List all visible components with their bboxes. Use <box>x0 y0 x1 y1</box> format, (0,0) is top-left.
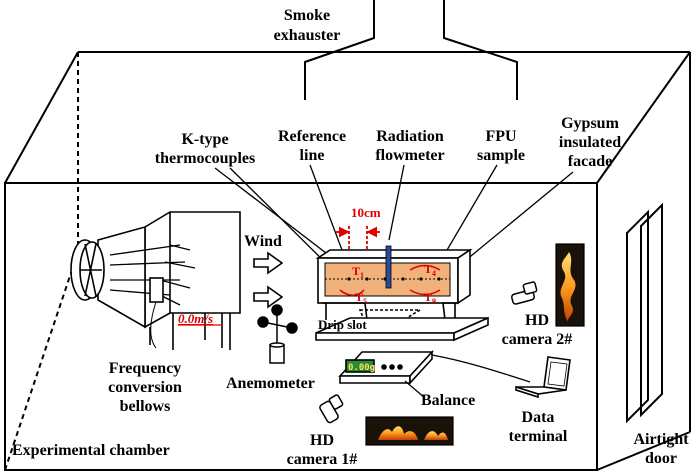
radiation-flowmeter-label-2: flowmeter <box>375 147 444 164</box>
wind-arrow-2 <box>253 285 284 309</box>
chamber-top-right-edge <box>596 51 691 184</box>
smoke-exhauster-label-2: exhauster <box>274 27 341 44</box>
spacing-label: 10cm <box>351 205 381 220</box>
drip-slot-label: Drip slot <box>318 317 367 332</box>
t4-label: T4 <box>424 262 436 278</box>
reference-line-label-1: Reference <box>278 128 346 145</box>
data-terminal-label-1: Data <box>522 409 555 426</box>
chamber-top-left-edge <box>4 51 79 184</box>
k-type-label-1: K-type <box>181 131 228 148</box>
balance-readout: 0.00g <box>348 363 375 373</box>
chamber-hidden-bottom-edge <box>4 251 79 471</box>
t9-label: T9 <box>424 290 436 306</box>
wind-arrow-1 <box>253 251 284 275</box>
hd-camera-1-label-2: camera 1# <box>287 451 358 468</box>
fpu-sample-label-2: sample <box>477 147 525 164</box>
radiation-flowmeter-label-1: Radiation <box>376 128 444 145</box>
smoke-exhauster-label-1: Smoke <box>284 7 330 24</box>
experimental-chamber-label: Experimental chamber <box>12 442 170 459</box>
gypsum-label-2: insulated <box>559 134 621 151</box>
airtight-door-label-2: door <box>645 450 677 467</box>
wind-speed-readout: 0.0m/s <box>178 311 213 326</box>
t5-label: T5 <box>355 290 367 306</box>
data-terminal-label-2: terminal <box>509 428 568 445</box>
frequency-conversion-bellows <box>70 211 241 350</box>
hd-camera-1-image <box>365 416 454 446</box>
chamber-box <box>4 51 691 471</box>
gypsum-label-3: facade <box>568 153 612 170</box>
radiation-flowmeter-probe <box>385 245 392 289</box>
drip-slot-platform <box>315 316 489 342</box>
anemometer-device <box>257 304 298 364</box>
reference-line-label-2: line <box>300 147 325 164</box>
anemometer-label: Anemometer <box>226 375 315 392</box>
wind-arrows <box>253 251 284 309</box>
smoke-exhauster <box>304 0 518 100</box>
thermocouple-points <box>347 277 441 281</box>
gypsum-label-1: Gypsum <box>561 115 619 132</box>
fpu-sample-label-1: FPU <box>485 128 517 145</box>
airtight-door-label-1: Airtight <box>633 431 689 448</box>
balance-terminal-cable <box>431 354 531 383</box>
k-type-label-2: thermocouples <box>155 150 255 167</box>
balance-leader <box>404 380 426 399</box>
bellows-label-2: conversion <box>108 379 182 396</box>
hd-camera-2-image <box>555 243 585 327</box>
hd-camera-1-device <box>319 394 344 424</box>
balance-device <box>338 349 434 386</box>
wind-label: Wind <box>244 233 282 250</box>
hd-camera-2-label-1: HD <box>525 312 549 329</box>
airtight-door <box>626 202 663 424</box>
hd-camera-2-label-2: camera 2# <box>502 331 573 348</box>
hd-camera-2-device <box>511 281 538 305</box>
data-terminal-laptop <box>515 356 571 399</box>
balance-label: Balance <box>421 392 475 409</box>
temperature-markers <box>339 264 441 297</box>
bellows-label-3: bellows <box>120 398 171 415</box>
t1-label: T1 <box>352 264 364 280</box>
chamber-front-face <box>4 182 598 471</box>
chamber-bottom-right-edge <box>596 431 691 471</box>
bellows-label-1: Frequency <box>109 360 182 377</box>
hd-camera-1-label-1: HD <box>310 432 334 449</box>
